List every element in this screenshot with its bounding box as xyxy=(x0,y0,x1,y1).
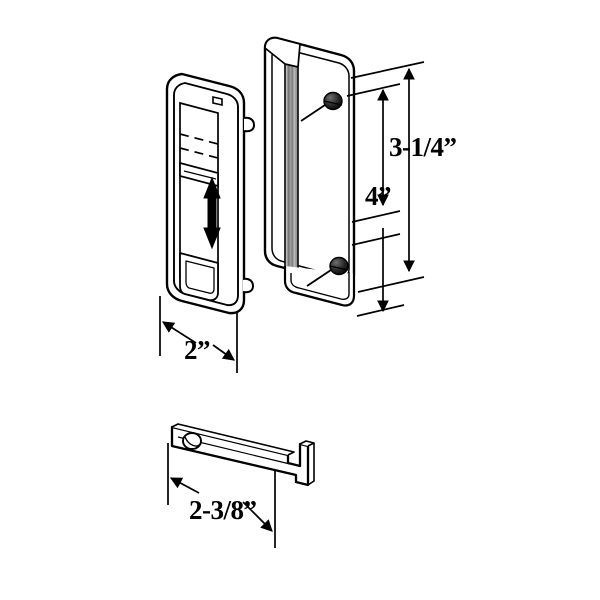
dim-4-ext-bottom-2 xyxy=(351,233,401,246)
dim-4-ext-bottom xyxy=(351,210,401,223)
dimension-label-3-1-4: 3-1/4” xyxy=(389,132,457,162)
dimension-2-3-8 xyxy=(167,443,276,548)
upper-rivet xyxy=(323,91,343,111)
lower-rivet-leader xyxy=(306,269,332,287)
dim-2-3-8-line-left xyxy=(169,477,200,494)
latch-housing-inner-rim xyxy=(173,82,239,307)
latch-lever-upper-edge xyxy=(183,170,217,180)
mounting-plate-bottom-return xyxy=(283,266,356,307)
dimension-label-2: 2” xyxy=(184,335,211,365)
mounting-plate-bottom-return-inner xyxy=(290,272,350,300)
latch-housing-lower-tab xyxy=(242,277,255,294)
latch-housing-hidden-line-2 xyxy=(179,147,219,159)
mounting-plate-face xyxy=(263,36,356,285)
latch-housing-hidden-line-1 xyxy=(179,133,219,145)
strike-bracket-top-edge xyxy=(171,423,295,456)
dim-2-3-8-line-right xyxy=(242,501,273,532)
latch-lever-lower-inner xyxy=(185,260,215,294)
dimension-label-2-3-8: 2-3/8” xyxy=(189,495,257,525)
strike-bracket-slot xyxy=(182,432,202,450)
part-strike-bracket xyxy=(170,423,315,487)
dim-3-1-4-ext-top xyxy=(350,61,425,79)
upper-rivet-leader xyxy=(300,104,326,122)
latch-housing-top-nub xyxy=(212,96,223,106)
dim-2-line-right xyxy=(212,344,235,361)
latch-housing-upper-tab xyxy=(243,116,256,133)
dimension-4 xyxy=(346,83,405,317)
dim-4-ext-top xyxy=(346,83,401,97)
part-mounting-plate xyxy=(263,36,356,307)
strike-bracket-hook-top-edge xyxy=(299,440,315,447)
dim-3-1-4-ext-bottom xyxy=(357,276,425,293)
dim-2-line-left xyxy=(161,321,197,344)
strike-bracket-hook-outer xyxy=(307,443,315,486)
dimension-2 xyxy=(159,296,238,373)
dim-4-ext-bottom-3 xyxy=(356,304,405,317)
slide-direction-arrow xyxy=(203,176,221,250)
dimension-3-1-4 xyxy=(350,61,425,293)
mounting-plate-top-face xyxy=(264,37,301,68)
mounting-plate-depth-line xyxy=(299,43,342,56)
mounting-plate-flange-shade xyxy=(285,64,298,270)
dimension-label-4: 4” xyxy=(365,181,392,211)
lower-rivet xyxy=(329,256,349,276)
part-latch-housing xyxy=(165,72,256,315)
